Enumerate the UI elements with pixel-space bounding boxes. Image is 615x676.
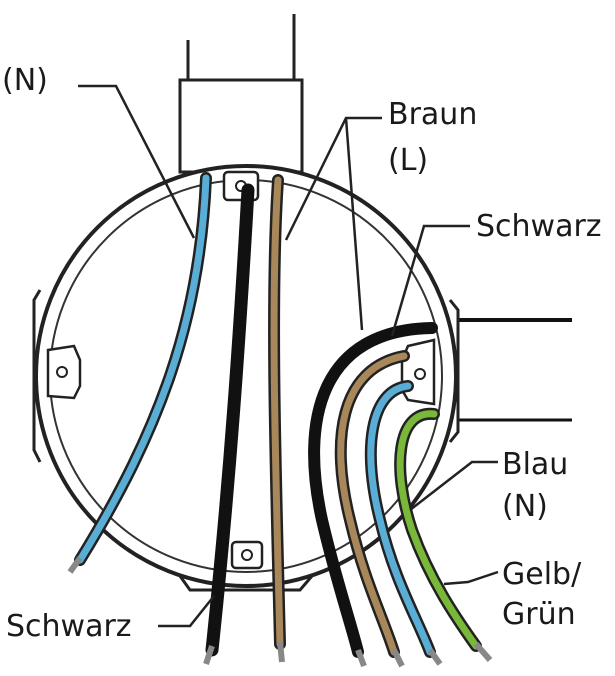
top-conduit xyxy=(178,14,304,174)
label-top-left-n: (N) xyxy=(2,63,48,98)
screw-mount-bottom xyxy=(230,540,264,570)
label-braun: Braun xyxy=(388,97,477,132)
wire-black-top xyxy=(203,183,255,665)
label-schwarz-right: Schwarz xyxy=(476,209,602,244)
screw-mount-right xyxy=(400,338,436,406)
wire-blue-right xyxy=(364,380,443,666)
label-blau: Blau xyxy=(502,447,568,482)
wire-green-yellow-right xyxy=(394,407,493,662)
screw-mount-left xyxy=(46,344,82,400)
label-blau-n: (N) xyxy=(502,489,548,524)
wire-brown-right xyxy=(334,350,410,668)
wire-brown-top xyxy=(268,174,286,663)
label-gruen: Grün xyxy=(502,597,576,632)
label-gelb: Gelb/ xyxy=(502,557,582,592)
right-conduit xyxy=(458,318,572,422)
wire-blue-top xyxy=(67,172,212,574)
label-braun-l: (L) xyxy=(388,143,428,178)
leader-lines xyxy=(78,84,499,628)
wire-black-right xyxy=(308,322,438,668)
label-schwarz-bottom: Schwarz xyxy=(6,609,132,644)
